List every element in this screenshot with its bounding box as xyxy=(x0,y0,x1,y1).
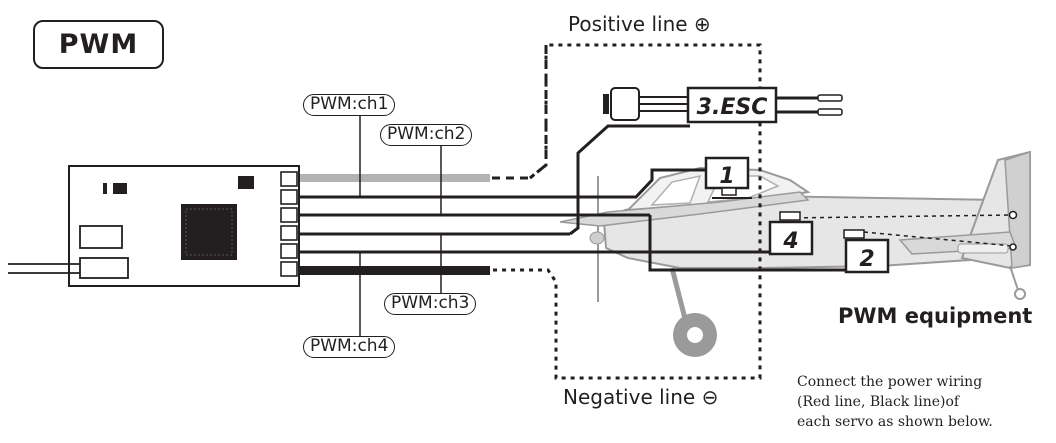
receiver-component xyxy=(113,183,127,194)
servo-2-label: 2 xyxy=(859,247,874,272)
wiring-note-line: Connect the power wiring xyxy=(797,374,983,390)
esc-body xyxy=(686,86,778,124)
negative-power-wire xyxy=(300,266,490,275)
receiver-port xyxy=(280,261,298,277)
motor-shaft xyxy=(603,94,609,114)
servo-2-body xyxy=(844,238,890,274)
elevator-pushrod xyxy=(863,231,1013,247)
wheel-hub xyxy=(687,327,703,343)
servo-4-horn xyxy=(779,211,801,221)
positive-power-wire xyxy=(300,174,490,182)
elevator-horn xyxy=(1009,243,1017,251)
servo2-cable xyxy=(648,215,846,272)
rudder-horn xyxy=(1008,210,1018,220)
receiver xyxy=(8,165,300,287)
receiver-component xyxy=(79,225,123,249)
receiver-port xyxy=(280,225,298,241)
tail-wheel-strut xyxy=(1009,265,1019,291)
receiver-component xyxy=(103,183,107,194)
ch4-label: PWM:ch4 xyxy=(303,336,396,358)
elevator xyxy=(957,243,1009,254)
antenna-connector xyxy=(79,257,129,279)
receiver-port xyxy=(280,189,298,205)
wiring-note-line: (Red line, Black line)of xyxy=(797,394,960,410)
receiver-port xyxy=(280,207,298,223)
canopy-window xyxy=(650,174,702,206)
chip-pins xyxy=(185,208,233,256)
esc-unit: 3.ESC xyxy=(603,86,843,124)
wing xyxy=(559,191,810,227)
servo-2-horn xyxy=(843,229,865,239)
rudder-pushrod xyxy=(787,214,1013,219)
servo-2: 2 xyxy=(843,229,890,274)
negative-line-label: Negative line ⊖ xyxy=(563,385,719,409)
receiver-port xyxy=(280,171,298,187)
page-title: PWM xyxy=(33,20,164,69)
servo-1: 1 xyxy=(704,156,752,199)
wiring-note-line: each servo as shown below. xyxy=(797,414,993,430)
servo-1-body xyxy=(704,156,750,190)
positive-line-boundary xyxy=(529,45,548,180)
servo1-cable xyxy=(568,168,718,199)
tail-wheel xyxy=(1014,288,1026,300)
servo-4-label: 4 xyxy=(782,229,798,254)
battery-connector xyxy=(817,108,843,116)
servo-4-body xyxy=(768,220,814,256)
ch2-label: PWM:ch2 xyxy=(380,124,473,146)
positive-line-label: Positive line ⊕ xyxy=(568,12,711,36)
servo-1-label: 1 xyxy=(719,164,734,189)
battery-connector xyxy=(817,94,843,102)
ch1-label: PWM:ch1 xyxy=(303,94,396,116)
motor-icon xyxy=(610,87,640,121)
wiring-note: Connect the power wiring (Red line, Blac… xyxy=(797,372,1056,432)
receiver-port xyxy=(280,243,298,259)
esc-cable xyxy=(569,124,690,236)
power-distribution-boundary xyxy=(492,43,762,380)
servo-1-horn xyxy=(721,187,737,196)
pwm-equipment-label: PWM equipment xyxy=(838,304,1033,328)
esc-label: 3.ESC xyxy=(697,95,768,120)
spinner xyxy=(589,231,605,245)
signal-wires xyxy=(300,124,846,272)
receiver-main-chip xyxy=(181,204,237,260)
servo-4: 4 xyxy=(768,211,814,256)
ch3-label: PWM:ch3 xyxy=(384,293,477,315)
receiver-component xyxy=(238,176,254,189)
